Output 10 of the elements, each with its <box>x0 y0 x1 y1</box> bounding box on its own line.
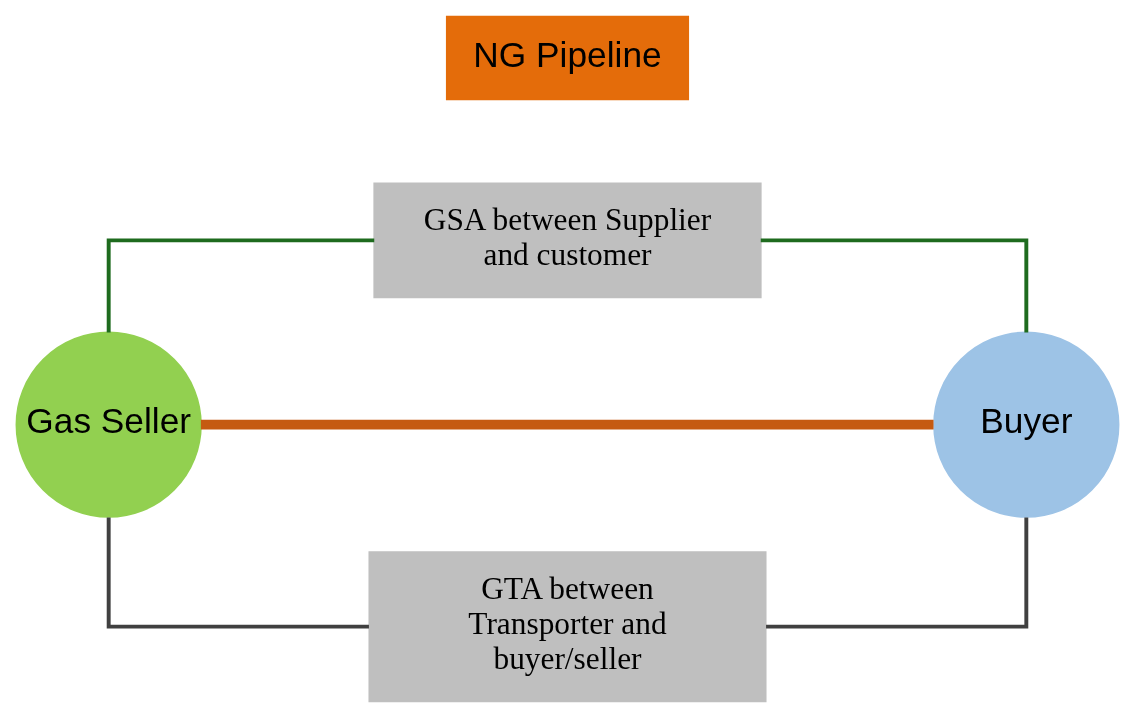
node-box: NG Pipeline <box>445 15 690 100</box>
node-circle: Gas Seller <box>15 331 202 518</box>
connector <box>106 237 375 333</box>
connector <box>106 516 369 629</box>
connector <box>200 419 934 430</box>
connector <box>766 516 1029 629</box>
node-box: GSA between Supplier and customer <box>373 182 762 298</box>
node-box: GTA between Transporter and buyer/seller <box>368 550 767 702</box>
connector <box>760 237 1029 333</box>
node-circle: Buyer <box>933 331 1120 518</box>
